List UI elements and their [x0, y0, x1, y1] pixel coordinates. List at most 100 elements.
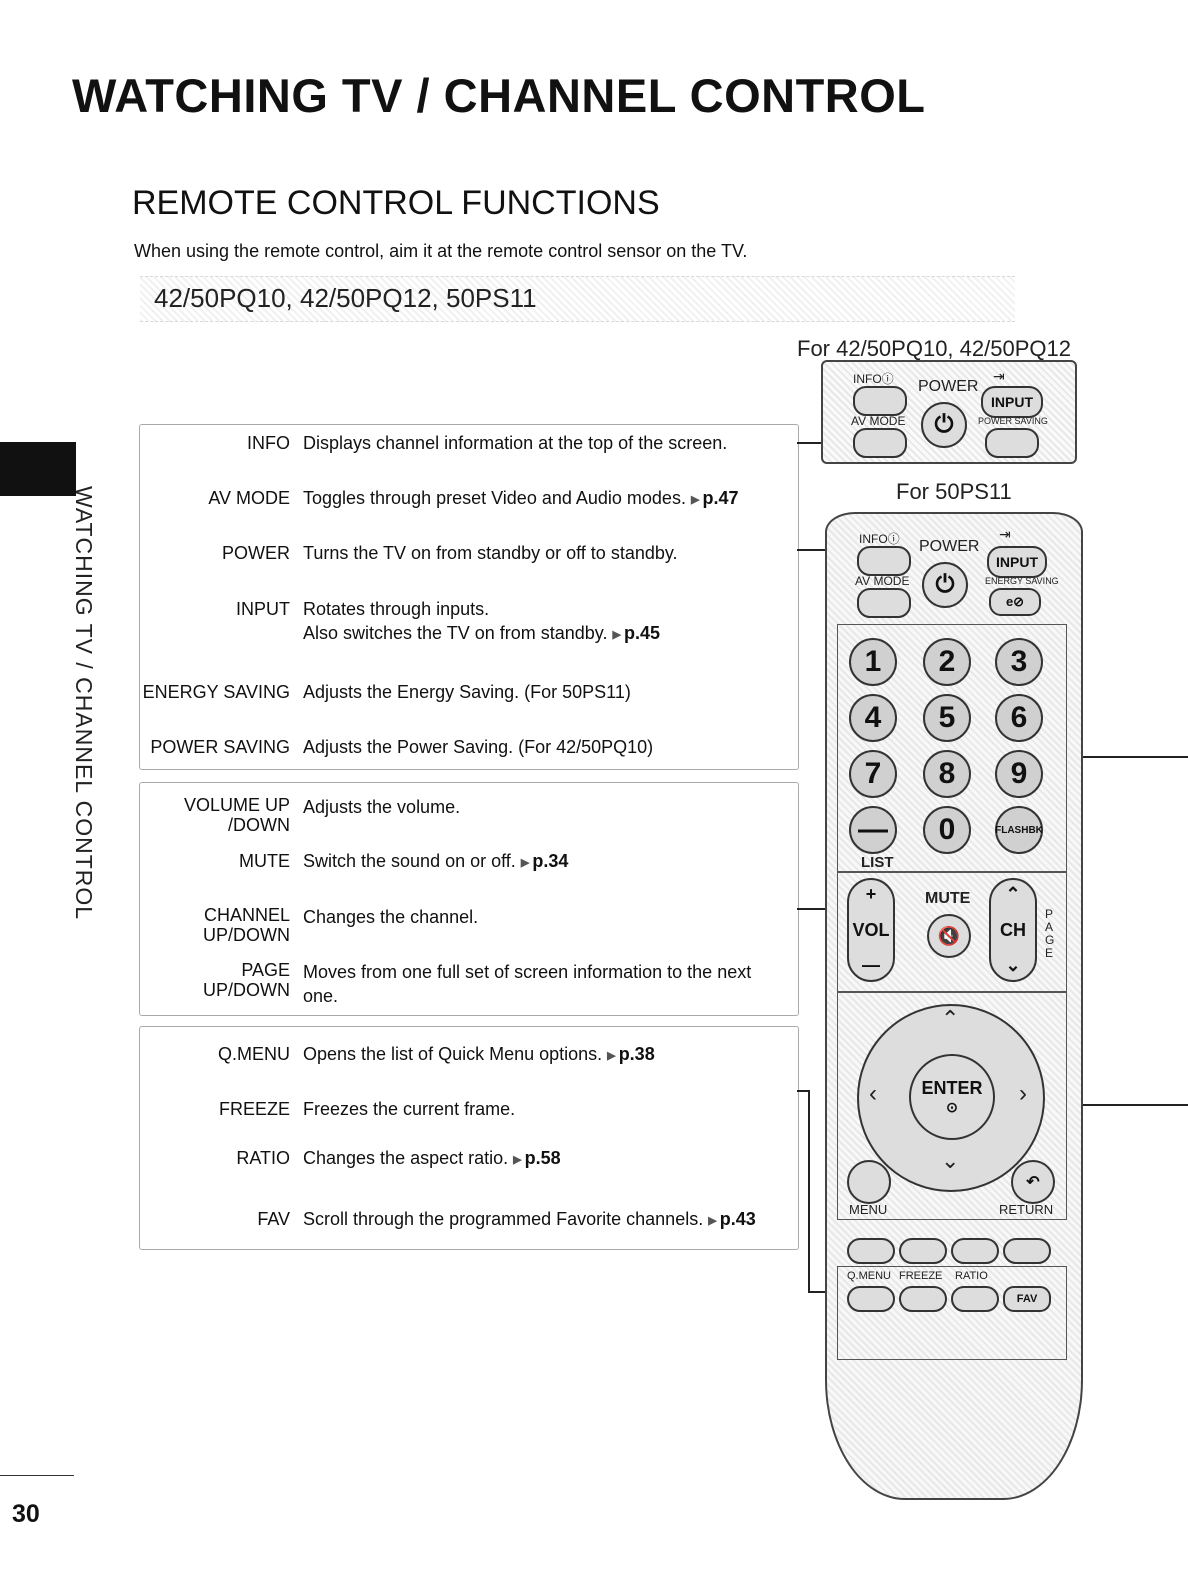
function-desc: Changes the channel.	[303, 907, 479, 927]
info-label: INFOⓘ	[853, 372, 894, 386]
energy-saving-icon: e⊘	[989, 588, 1041, 616]
function-box-volume: VOLUME UP/DOWN Adjusts the volume. MUTE …	[139, 782, 799, 1016]
page-ref: p.45	[613, 623, 661, 643]
side-tab-text: WATCHING TV / CHANNEL CONTROL	[71, 486, 97, 921]
function-desc: Turns the TV on from standby or off to s…	[303, 543, 678, 563]
number-button-8: 8	[923, 750, 971, 798]
input-icon: ⇥	[993, 368, 1005, 384]
page-ref: p.47	[691, 488, 739, 508]
number-button-9: 9	[995, 750, 1043, 798]
leader-line	[808, 1090, 810, 1292]
freeze-button	[899, 1286, 947, 1312]
list-label: LIST	[861, 854, 894, 871]
page-ref: p.34	[521, 851, 569, 871]
power-icon: ⏻	[922, 562, 968, 608]
number-button-0: 0	[923, 806, 971, 854]
freeze-label: FREEZE	[899, 1270, 943, 1282]
function-key: INFO	[247, 433, 290, 453]
arrow-right-icon: ›	[1019, 1080, 1027, 1107]
menu-label: MENU	[849, 1202, 888, 1217]
return-label: RETURN	[999, 1202, 1054, 1217]
leader-line	[797, 549, 847, 551]
function-desc: Changes the aspect ratio. p.58	[303, 1146, 788, 1172]
input-icon: ⇥	[999, 526, 1011, 542]
leader-line	[1080, 756, 1188, 758]
function-desc: Adjusts the Power Saving. (For 42/50PQ10…	[303, 737, 654, 757]
menu-button	[847, 1160, 891, 1204]
info-button	[857, 546, 911, 576]
number-button-7: 7	[849, 750, 897, 798]
fav-button: FAV	[1003, 1286, 1051, 1312]
color-button	[951, 1238, 999, 1264]
arrow-up-icon: ⌃	[941, 1006, 960, 1031]
power-saving-button	[985, 428, 1039, 458]
number-button-5: 5	[923, 694, 971, 742]
power-label: POWER	[918, 378, 979, 395]
remote-illustration: INFOⓘ AV MODE POWER ⏻ ⇥ INPUT ENERGY SAV…	[825, 512, 1083, 1500]
function-key: POWER	[221, 543, 290, 563]
figure-label-top: For 42/50PQ10, 42/50PQ12	[797, 336, 1071, 361]
input-button: INPUT	[981, 386, 1043, 418]
page-ref: p.38	[607, 1044, 655, 1064]
page-ref: p.58	[513, 1148, 561, 1168]
function-box-menu: Q.MENU Opens the list of Quick Menu opti…	[139, 1026, 799, 1250]
function-key: ENERGY SAVING	[142, 682, 290, 702]
footer-divider	[0, 1475, 74, 1476]
function-key: Q.MENU	[218, 1044, 290, 1064]
function-desc: Adjusts the Energy Saving. (For 50PS11)	[303, 682, 631, 702]
leader-line	[1080, 1104, 1188, 1106]
arrow-down-icon: ⌄	[941, 1148, 960, 1173]
function-key: RATIO	[236, 1148, 290, 1168]
function-desc: Toggles through preset Video and Audio m…	[303, 486, 788, 512]
remote-top-illustration: INFOⓘ AV MODE POWER ⏻ ⇥ INPUT POWER SAVI…	[821, 360, 1077, 464]
color-button	[847, 1238, 895, 1264]
av-mode-label: AV MODE	[851, 414, 906, 428]
function-box-power: INFO Displays channel information at the…	[139, 424, 799, 770]
color-button	[1003, 1238, 1051, 1264]
model-list: 42/50PQ10, 42/50PQ12, 50PS11	[154, 283, 537, 313]
intro-text: When using the remote control, aim it at…	[134, 241, 748, 261]
page-ref: p.43	[708, 1209, 756, 1229]
function-desc: Switch the sound on or off. p.34	[303, 849, 788, 875]
mute-label: MUTE	[925, 890, 971, 907]
power-label: POWER	[919, 538, 980, 555]
leader-line	[797, 1090, 809, 1092]
ratio-label: RATIO	[955, 1270, 988, 1282]
input-button: INPUT	[987, 546, 1047, 578]
function-key: VOLUME UP/DOWN	[183, 795, 290, 835]
function-desc: Rotates through inputs.Also switches the…	[303, 597, 788, 647]
power-icon: ⏻	[921, 402, 967, 448]
model-band: 42/50PQ10, 42/50PQ12, 50PS11	[140, 276, 1015, 322]
function-key: MUTE	[239, 851, 290, 871]
enter-button: ENTER⊙	[909, 1054, 995, 1140]
leader-line	[797, 908, 847, 910]
flashbk-button: FLASHBK	[995, 806, 1043, 854]
number-button-1: 1	[849, 638, 897, 686]
av-mode-button	[853, 428, 907, 458]
section-title: REMOTE CONTROL FUNCTIONS	[132, 184, 660, 222]
number-pad	[837, 624, 1067, 872]
function-desc: Moves from one full set of screen inform…	[303, 962, 752, 1006]
function-desc: Scroll through the programmed Favorite c…	[303, 1207, 788, 1233]
function-key: AV MODE	[208, 488, 290, 508]
arrow-left-icon: ‹	[869, 1080, 877, 1107]
function-desc: Adjusts the volume.	[303, 797, 461, 817]
ratio-button	[951, 1286, 999, 1312]
function-key: POWER SAVING	[150, 737, 290, 757]
number-button-4: 4	[849, 694, 897, 742]
navigation-panel	[837, 992, 1067, 1220]
function-desc: Opens the list of Quick Menu options. p.…	[303, 1042, 788, 1068]
volume-rocker: +VOL—	[847, 878, 895, 982]
info-label: INFOⓘ	[859, 532, 900, 546]
info-button	[853, 386, 907, 416]
function-key: FAV	[257, 1209, 290, 1229]
figure-label-bottom: For 50PS11	[896, 479, 1012, 504]
energy-saving-label: ENERGY SAVING	[985, 576, 1059, 586]
menu-keys-panel	[837, 1266, 1067, 1360]
dash-button: —	[849, 806, 897, 854]
qmenu-button	[847, 1286, 895, 1312]
number-button-6: 6	[995, 694, 1043, 742]
av-mode-label: AV MODE	[855, 574, 910, 588]
